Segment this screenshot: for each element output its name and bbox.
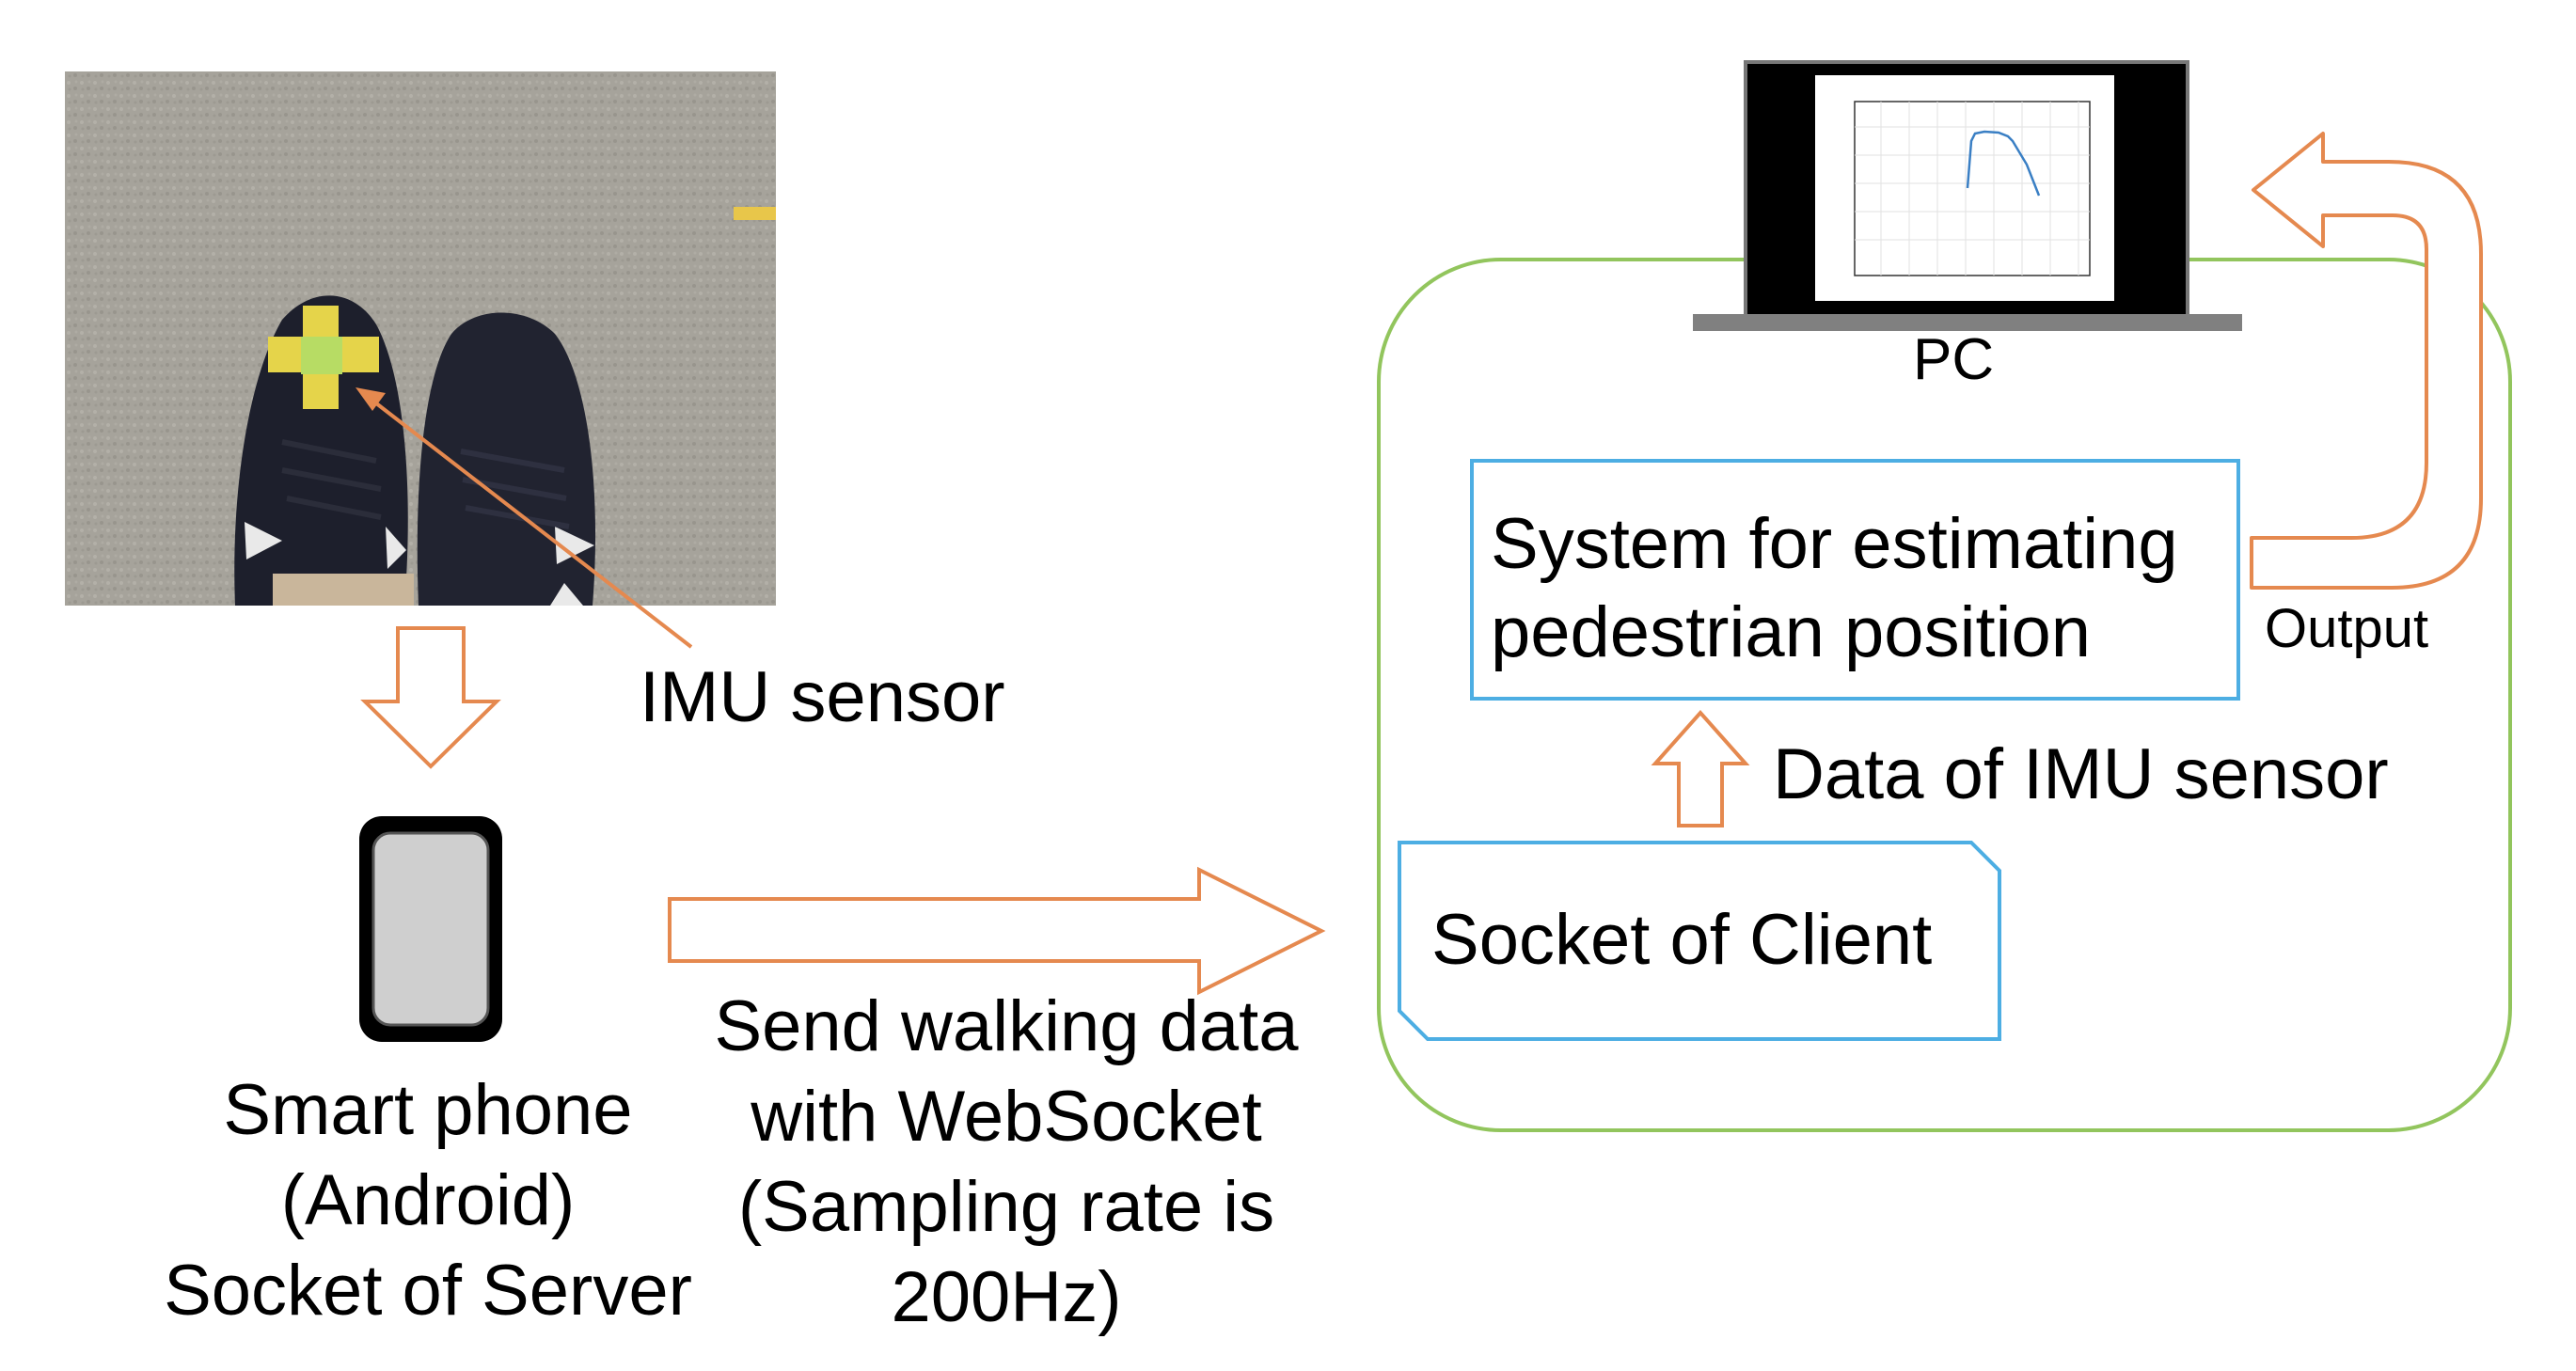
down-arrow-photo-to-phone (360, 626, 501, 769)
imu-pointer-arrow (356, 387, 693, 649)
system-label-line-1: System for estimating (1491, 504, 2178, 584)
laptop-icon (1693, 60, 2242, 331)
imu-sensor-label: IMU sensor (640, 657, 1005, 737)
send-data-label: Send walking data with WebSocket (Sampli… (677, 982, 1335, 1343)
smartphone-label-line-2: (Android) (280, 1160, 576, 1240)
pc-label: PC (1913, 327, 1995, 392)
screen-plot (1854, 101, 2091, 276)
smartphone-icon (359, 816, 502, 1042)
system-box (1470, 459, 2240, 701)
send-data-label-line-2: with WebSocket (751, 1077, 1262, 1157)
system-label-line-2: pedestrian position (1491, 592, 2091, 672)
socket-client-box (1398, 841, 2001, 1041)
output-curved-arrow (2250, 132, 2483, 590)
shoes-with-imu-sensor-photo (65, 71, 776, 606)
right-arrow-send-data (668, 866, 1326, 996)
output-label: Output (2265, 598, 2429, 659)
smartphone-label-line-3: Socket of Server (164, 1251, 692, 1331)
smartphone-label-line-1: Smart phone (223, 1070, 633, 1150)
smartphone-label: Smart phone (Android) Socket of Server (136, 1065, 719, 1336)
send-data-label-line-3: (Sampling rate is (737, 1167, 1275, 1247)
data-imu-label: Data of IMU sensor (1773, 734, 2389, 814)
socket-client-label: Socket of Client (1431, 900, 1933, 980)
send-data-label-line-1: Send walking data (714, 986, 1299, 1066)
up-arrow-client-to-system (1651, 709, 1750, 827)
send-data-label-line-4: 200Hz) (891, 1257, 1122, 1337)
system-label: System for estimating pedestrian positio… (1491, 500, 2178, 677)
